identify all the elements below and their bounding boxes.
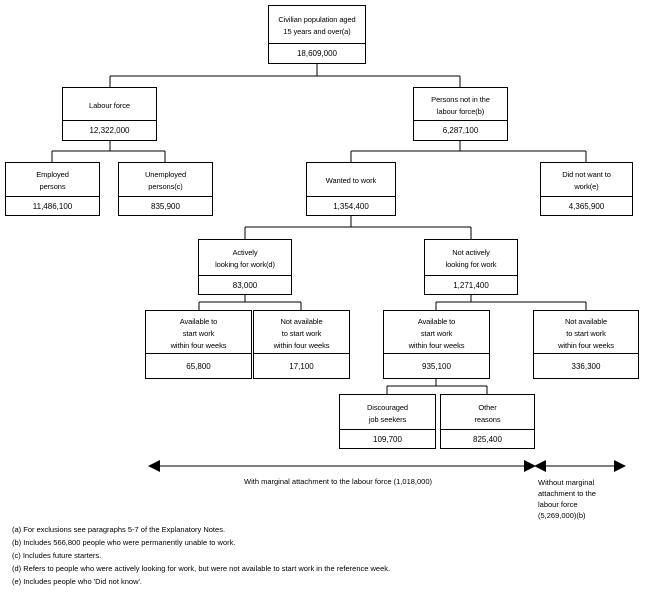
node-available-active: Available to start work within four week… [145,310,252,379]
node-value: 4,365,900 [541,196,632,215]
node-other-reasons: Other reasons 825,400 [440,394,535,449]
node-not-available-active: Not available to start work within four … [253,310,350,379]
node-label: Available to start work within four week… [170,316,227,350]
node-not-in-labour-force: Persons not in the labour force(b) 6,287… [413,87,508,141]
node-value: 11,486,100 [6,196,99,215]
node-value: 109,700 [340,429,435,448]
marginal-attachment-label: With marginal attachment to the labour f… [243,477,433,486]
node-civilian-population: Civilian population aged 15 years and ov… [268,5,366,64]
node-label: Not available to start work within four … [273,316,330,350]
node-label: Civilian population aged 15 years and ov… [278,15,356,36]
node-value: 83,000 [199,275,291,294]
node-value: 65,800 [146,353,251,378]
node-label: Wanted to work [325,176,377,185]
node-value: 835,900 [119,196,212,215]
without-marginal-attachment-label: Without marginal attachment to the labou… [538,478,596,520]
node-employed: Employed persons 11,486,100 [5,162,100,216]
node-not-available-not-active: Not available to start work within four … [533,310,639,379]
node-value: 6,287,100 [414,120,507,140]
footnote-d: (d) Refers to people who were actively l… [12,564,391,573]
node-value: 1,354,400 [307,196,395,215]
node-label: Labour force [89,100,130,110]
node-value: 825,400 [441,429,534,448]
node-actively-looking: Actively looking for work(d) 83,000 [198,239,292,295]
footnote-a: (a) For exclusions see paragraphs 5-7 of… [12,525,226,534]
node-label: Unemployed persons(c) [144,170,187,191]
node-not-actively-looking: Not actively looking for work 1,271,400 [424,239,518,295]
node-discouraged-job-seekers: Discouraged job seekers 109,700 [339,394,436,449]
footnote-b: (b) Includes 566,800 people who were per… [12,538,236,547]
node-value: 18,609,000 [269,43,365,63]
node-value: 336,300 [534,353,638,378]
node-did-not-want-to-work: Did not want to work(e) 4,365,900 [540,162,633,216]
node-label: Did not want to work(e) [562,170,611,191]
node-value: 17,100 [254,353,349,378]
node-label: Persons not in the labour force(b) [431,94,490,116]
node-label: Employed persons [36,170,69,191]
node-wanted-to-work: Wanted to work 1,354,400 [306,162,396,216]
node-value: 1,271,400 [425,275,517,294]
node-label: Available to start work within four week… [408,316,465,350]
node-label: Other reasons [474,402,501,424]
node-label: Not actively looking for work [445,248,497,269]
footnote-e: (e) Includes people who 'Did not know'. [12,577,143,586]
node-value: 935,100 [384,353,489,378]
node-available-not-active: Available to start work within four week… [383,310,490,379]
footnote-c: (c) Includes future starters. [12,551,102,560]
node-label: Not available to start work within four … [558,316,614,350]
node-labour-force: Labour force 12,322,000 [62,87,157,141]
node-label: Discouraged job seekers [366,402,408,424]
node-label: Actively looking for work(d) [215,248,275,269]
node-unemployed: Unemployed persons(c) 835,900 [118,162,213,216]
node-value: 12,322,000 [63,120,156,140]
